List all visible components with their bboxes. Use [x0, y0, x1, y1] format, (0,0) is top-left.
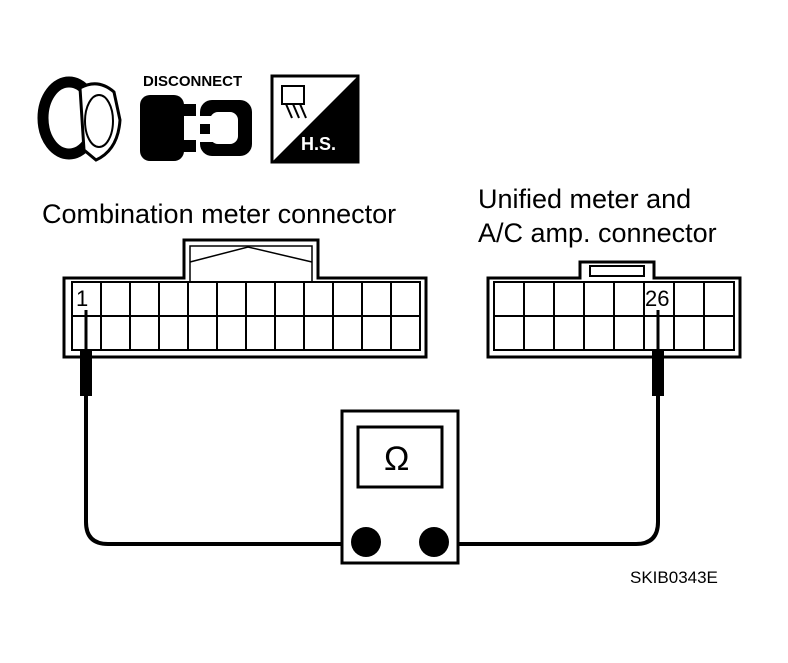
connector-cavity — [673, 281, 705, 317]
connector-cavity — [158, 281, 189, 317]
connector-cavity — [523, 315, 555, 351]
connector-cavity — [583, 281, 615, 317]
connector-cavity — [583, 315, 615, 351]
connector-cavity — [493, 315, 525, 351]
connector-cavity — [332, 281, 363, 317]
connector-cavity — [361, 281, 392, 317]
connector-cavity — [129, 281, 160, 317]
right-connector-title-line2: A/C amp. connector — [478, 218, 717, 248]
connector-cavity — [216, 281, 247, 317]
harness-side-label: H.S. — [301, 134, 337, 154]
connector-cavity — [613, 315, 645, 351]
disconnect-label: DISCONNECT — [143, 73, 243, 90]
connector-cavity — [553, 281, 585, 317]
figure-code: SKIB0343E — [630, 568, 718, 587]
right-connector-title-line1: Unified meter and — [478, 184, 692, 214]
connector-cavity — [274, 281, 305, 317]
right-probe — [652, 310, 664, 408]
connector-cavity — [245, 281, 276, 317]
connector-cavity — [158, 315, 189, 351]
ignition-off-key-icon — [37, 76, 122, 162]
right-test-lead — [434, 408, 660, 546]
harness-side-icon — [270, 74, 360, 164]
ohmmeter — [340, 409, 460, 565]
right-pin-number: 26 — [645, 286, 670, 311]
connector-cavity — [553, 315, 585, 351]
connector-cavity — [303, 281, 334, 317]
connector-cavity — [332, 315, 363, 351]
connector-cavity — [100, 315, 131, 351]
connector-cavity — [493, 281, 525, 317]
connector-cavity — [673, 315, 705, 351]
connector-cavity — [303, 315, 334, 351]
disconnect-connector-icon — [140, 95, 252, 161]
unified-meter-ac-amp-connector — [486, 260, 742, 359]
left-test-lead — [84, 408, 366, 546]
connector-cavity — [187, 315, 218, 351]
connector-cavity — [390, 315, 421, 351]
ohmmeter-display — [356, 425, 444, 489]
connector-cavity — [274, 315, 305, 351]
left-pin-number: 1 — [76, 286, 89, 311]
connector-cavity — [703, 315, 735, 351]
connector-cavity — [216, 315, 247, 351]
connector-cavity — [361, 315, 392, 351]
connector-cavity — [390, 281, 421, 317]
left-probe — [80, 310, 92, 408]
combination-meter-connector — [62, 238, 428, 359]
connector-cavity — [613, 281, 645, 317]
ohmmeter-terminal-left — [351, 527, 381, 557]
ohmmeter-terminal-right — [419, 527, 449, 557]
connector-cavity — [129, 315, 160, 351]
connector-cavity — [187, 281, 218, 317]
ohm-symbol: Ω — [384, 440, 410, 478]
left-connector-title: Combination meter connector — [42, 199, 397, 229]
connector-cavity — [703, 281, 735, 317]
connector-cavity — [100, 281, 131, 317]
connector-cavity — [245, 315, 276, 351]
connector-cavity — [523, 281, 555, 317]
